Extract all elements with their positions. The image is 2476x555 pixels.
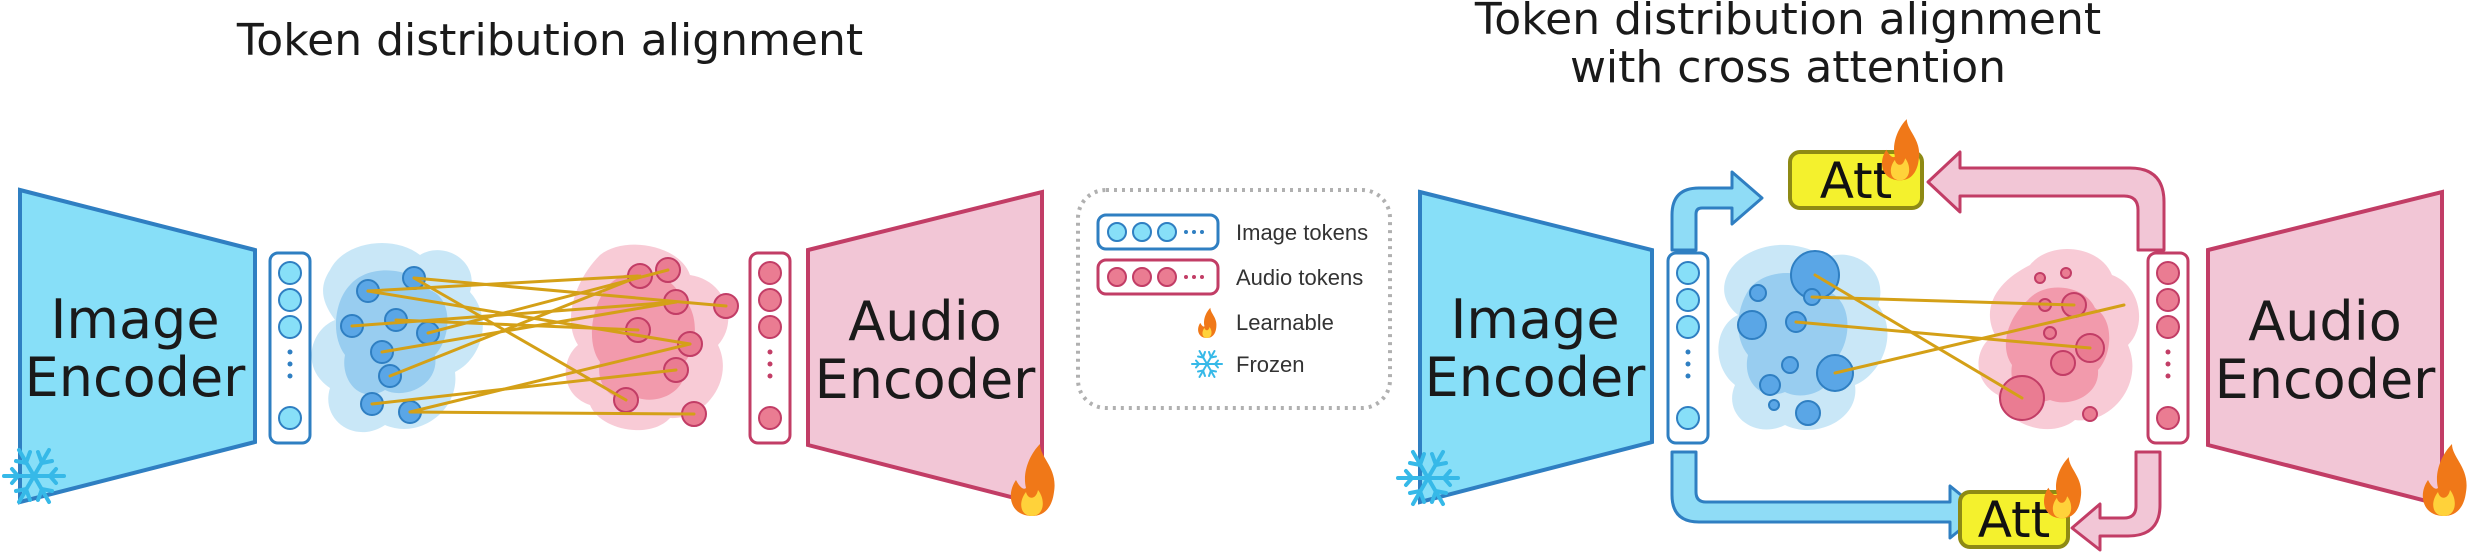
left-image-encoder: Image Encoder [18,187,257,505]
image-to-bottom-att-arrow [1670,450,1984,540]
right-image-token-column [1666,251,1710,445]
left-audio-token-column [748,251,792,445]
legend-audio-tokens-label: Audio tokens [1236,265,1363,290]
att-top-flame-icon [1881,119,1920,181]
right-title-line2: with cross attention [1570,42,2006,93]
left-title: Token distribution alignment [236,15,863,66]
att-bottom-flame-icon [2043,457,2082,519]
audio-to-top-att-arrow [1926,150,2166,252]
legend-learnable-label: Learnable [1236,310,1334,335]
legend: Image tokens Audio tokens Learnable Froz… [1076,188,1392,410]
right-audio-encoder: Audio Encoder [2206,189,2444,508]
att-top-label: Att [1820,152,1893,210]
right-image-encoder-line2: Encoder [1425,346,1647,409]
left-image-encoder-line1: Image [50,288,219,351]
right-audio-encoder-line2: Encoder [2215,348,2437,411]
left-image-token-cloud [311,243,483,433]
right-image-token-cloud [1718,244,1888,431]
left-audio-encoder-line2: Encoder [815,348,1037,411]
left-image-encoder-line2: Encoder [25,346,247,409]
att-bottom-block: Att [1958,490,2070,549]
att-top-block: Att [1788,150,1924,210]
left-audio-encoder: Audio Encoder [806,189,1044,508]
left-image-token-column [268,251,312,445]
left-audio-encoder-line1: Audio [848,290,1001,353]
right-audio-encoder-line1: Audio [2248,290,2401,353]
right-audio-token-cloud [1978,248,2140,430]
right-image-encoder-line1: Image [1450,288,1619,351]
image-to-top-att-arrow [1670,170,1764,252]
right-image-encoder: Image Encoder [1418,189,1654,505]
audio-to-bottom-att-arrow [2070,450,2162,552]
right-title-line1: Token distribution alignment [1474,0,2101,45]
left-alignment-links [350,268,728,416]
legend-frozen-label: Frozen [1236,352,1304,377]
right-audio-token-column [2146,251,2190,445]
att-bottom-label: Att [1978,491,2051,549]
right-alignment-links [1794,273,2126,400]
legend-image-tokens-label: Image tokens [1236,220,1368,245]
